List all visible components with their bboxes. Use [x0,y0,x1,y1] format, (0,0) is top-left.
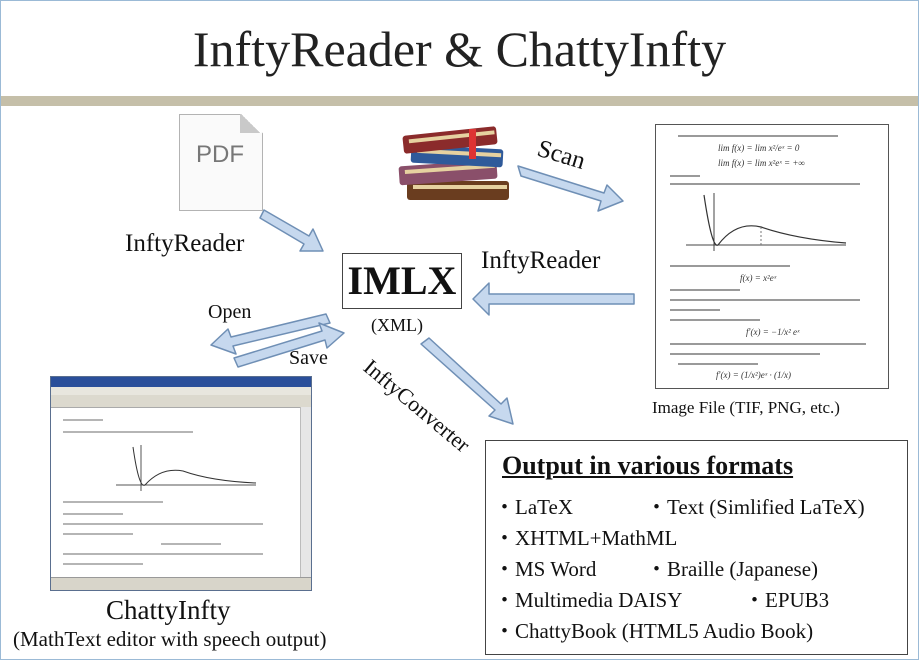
editor-graph [116,445,257,491]
stack-of-books-icon [398,126,509,200]
chattyinfty-name: ChattyInfty [106,595,231,625]
arrow-pdf-to-imlx [259,209,324,252]
text-line [670,319,760,321]
output-item: ・MS Word [494,557,597,581]
editor-text-line [63,553,263,555]
slide-title: InftyReader & ChattyInfty [192,21,727,77]
imlx-box: IMLX [342,253,462,309]
image-file-caption: Image File (TIF, PNG, etc.) [652,398,840,417]
text-line [670,183,860,185]
scanned-page-thumbnail: lim f(x) = lim x²/eˣ = 0 lim f(x) = lim … [655,124,889,389]
editor-text-line [63,513,123,515]
editor-menubar [51,387,311,395]
output-item: ・LaTeX [494,495,573,519]
editor-text-line [63,533,133,535]
editor-text-line [63,501,163,503]
output-item: ・Text (Simlified LaTeX) [646,495,865,519]
output-title: Output in various formats [502,451,794,480]
editor-titlebar [51,377,311,387]
formula-line: f′(x) = −1/x² eˣ [746,327,800,337]
text-line [670,353,820,355]
output-formats-box: Output in various formats ・LaTeX ・Text (… [485,440,908,655]
formula-line: lim f(x) = lim x²/eˣ = 0 [718,143,800,153]
text-line [670,309,720,311]
formula-line: f(x) = x²eˣ [740,273,777,283]
output-item: ・EPUB3 [744,588,830,612]
text-line [670,175,700,177]
pdf-label: PDF [196,141,244,168]
label-open: Open [208,301,252,323]
text-line [670,343,866,345]
imlx-format-label: (XML) [371,315,423,335]
editor-text-line [63,419,103,421]
editor-scrollbar [300,407,311,577]
text-line [670,299,860,301]
arrow-converter [420,337,514,425]
pdf-fold [240,114,261,133]
chattyinfty-editor-screenshot [50,376,312,591]
output-item: ・ChattyBook (HTML5 Audio Book) [494,619,814,643]
formula-line: f′(x) = (1/x²)eˣ · (1/x) [716,370,791,380]
text-line [670,265,790,267]
function-graph [686,193,847,251]
output-item: ・Braille (Japanese) [646,557,819,581]
editor-toolbar [51,395,311,408]
output-item: ・XHTML+MathML [494,526,678,550]
editor-text-line [63,523,263,525]
label-save: Save [289,347,328,369]
editor-text-line [63,431,193,433]
editor-text-line [161,543,221,545]
chattyinfty-description: (MathText editor with speech output) [13,627,327,651]
arrow-save [233,322,345,368]
arrow-open [210,313,331,355]
text-line [678,135,838,137]
arrow-scan [517,165,624,212]
text-line [670,289,740,291]
editor-text-line [63,563,143,565]
label-inftyreader-image: InftyReader [481,247,601,274]
text-line [678,363,758,365]
output-item: ・Multimedia DAISY [494,588,683,612]
formula-line: lim f(x) = lim x²eˣ = +∞ [718,158,805,168]
editor-statusbar [51,577,311,590]
arrow-scan-to-imlx [472,282,635,316]
title-rule [1,96,918,106]
label-inftyreader-pdf: InftyReader [125,230,245,257]
